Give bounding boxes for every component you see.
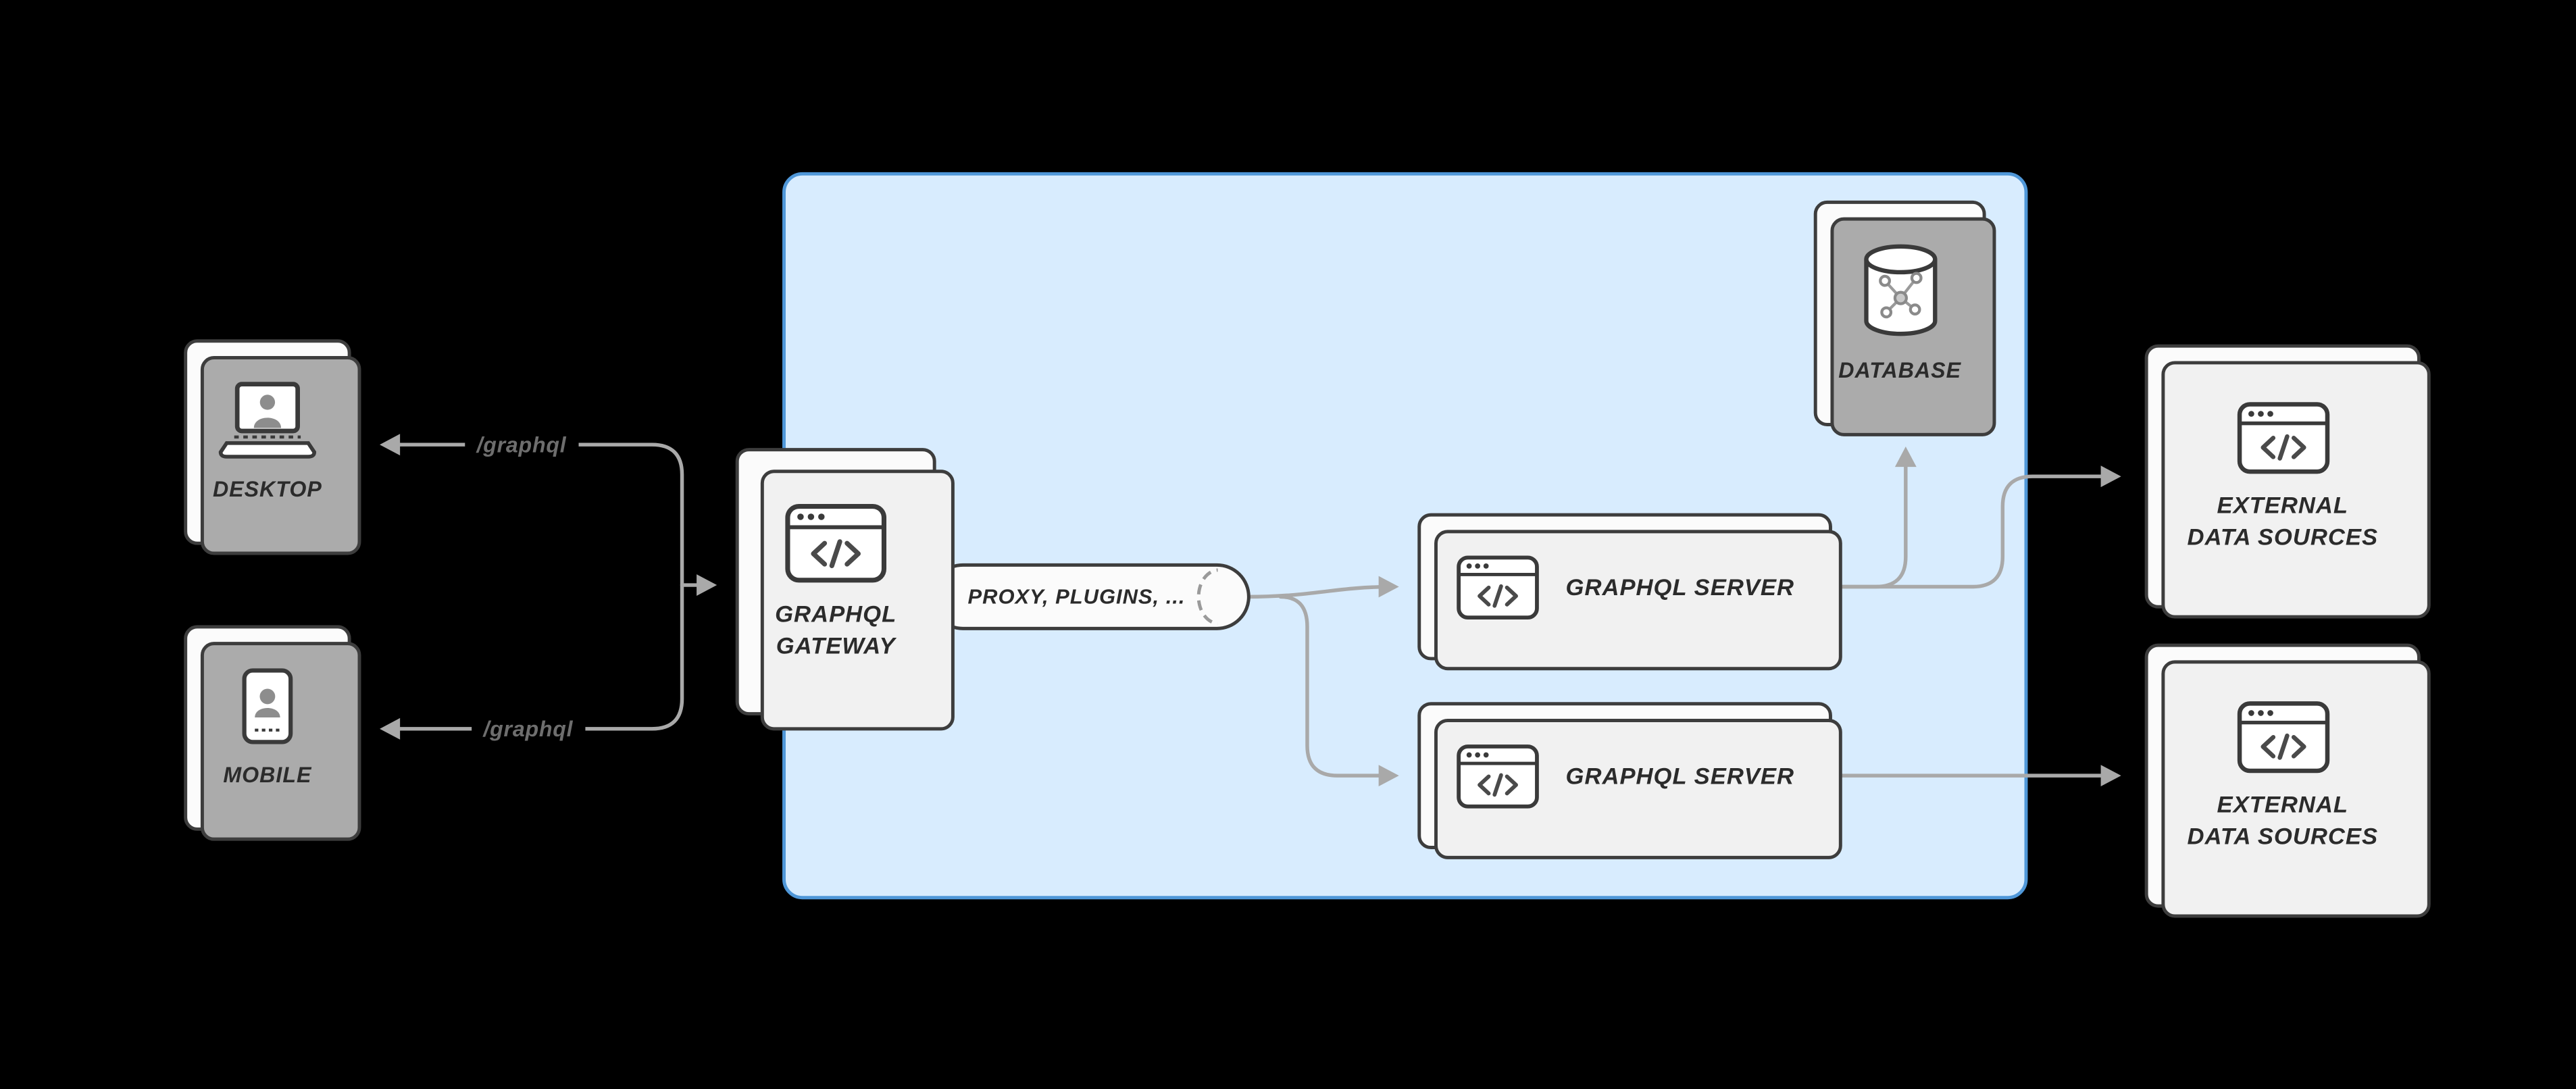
node-external-data-sources-top: EXTERNAL DATA SOURCES [2144, 344, 2431, 619]
code-window-icon [1455, 743, 1539, 809]
gateway-label: GRAPHQL GATEWAY [775, 598, 896, 661]
mobile-label: MOBILE [223, 761, 312, 787]
external-bottom-label-line2: DATA SOURCES [2187, 821, 2379, 849]
edge-server-top-to-database [1840, 447, 1917, 589]
laptop-user-icon [216, 380, 319, 459]
server-top-label: GRAPHQL SERVER [1565, 572, 1795, 600]
server-bottom-label: GRAPHQL SERVER [1565, 761, 1795, 788]
external-bottom-label-line1: EXTERNAL [2217, 790, 2349, 817]
database-network-icon [1858, 241, 1942, 341]
database-label: DATABASE [1838, 358, 1962, 384]
node-graphql-gateway: GRAPHQL GATEWAY [735, 448, 955, 731]
edge-proxy-to-server-top [1245, 576, 1399, 599]
node-external-data-sources-bottom: EXTERNAL DATA SOURCES [2144, 643, 2431, 918]
edge-label-graphql-desktop: /graphql [465, 430, 578, 459]
edge-gateway-to-desktop [380, 434, 684, 587]
node-desktop: DESKTOP [184, 339, 361, 555]
edge-label-graphql-mobile: /graphql [472, 714, 585, 743]
mobile-user-icon [241, 667, 294, 745]
edge-server-top-to-external-top [1840, 465, 2121, 589]
gateway-label-line2: GATEWAY [776, 631, 896, 658]
node-proxy-pipeline: PROXY, PLUGINS, ... [929, 563, 1251, 630]
desktop-label: DESKTOP [212, 476, 322, 501]
external-top-label-line1: EXTERNAL [2217, 490, 2349, 518]
code-window-icon [2236, 700, 2330, 774]
edge-proxy-to-server-bottom [1278, 594, 1399, 787]
edge-gateway-to-mobile [380, 583, 684, 740]
node-database: DATABASE [1813, 200, 1996, 436]
code-window-icon [784, 503, 887, 583]
proxy-pipeline-label: PROXY, PLUGINS, ... [967, 584, 1186, 608]
code-window-icon [1455, 554, 1539, 619]
node-graphql-server-bottom: GRAPHQL SERVER [1417, 702, 1842, 859]
external-bottom-label: EXTERNAL DATA SOURCES [2187, 788, 2378, 851]
gateway-label-line1: GRAPHQL [775, 599, 897, 626]
code-window-icon [2236, 401, 2330, 474]
node-mobile: MOBILE [184, 625, 361, 841]
node-graphql-server-top: GRAPHQL SERVER [1417, 513, 1842, 671]
external-top-label-line2: DATA SOURCES [2187, 522, 2379, 549]
external-top-label: EXTERNAL DATA SOURCES [2187, 489, 2378, 552]
